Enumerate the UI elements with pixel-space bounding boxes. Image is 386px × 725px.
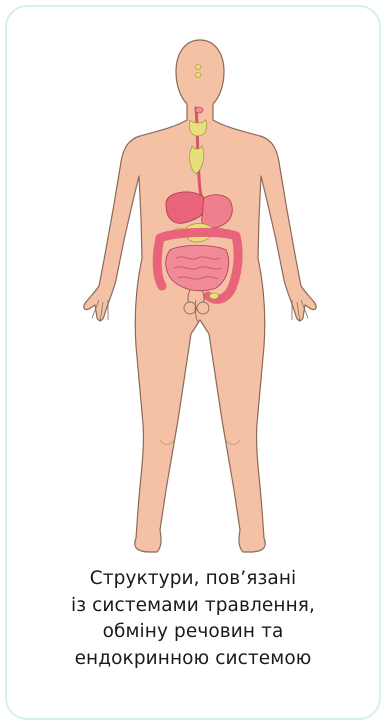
caption-line-2: із системами травлення,: [20, 593, 366, 620]
caption-line-1: Структури, пов’язані: [20, 566, 366, 593]
body-silhouette: [84, 40, 316, 552]
human-body-illustration: [0, 0, 386, 580]
caption-line-3: обміну речовин та: [20, 619, 366, 646]
caption: Структури, пов’язані із системами травле…: [20, 566, 366, 672]
caption-line-4: ендокринною системою: [20, 646, 366, 673]
